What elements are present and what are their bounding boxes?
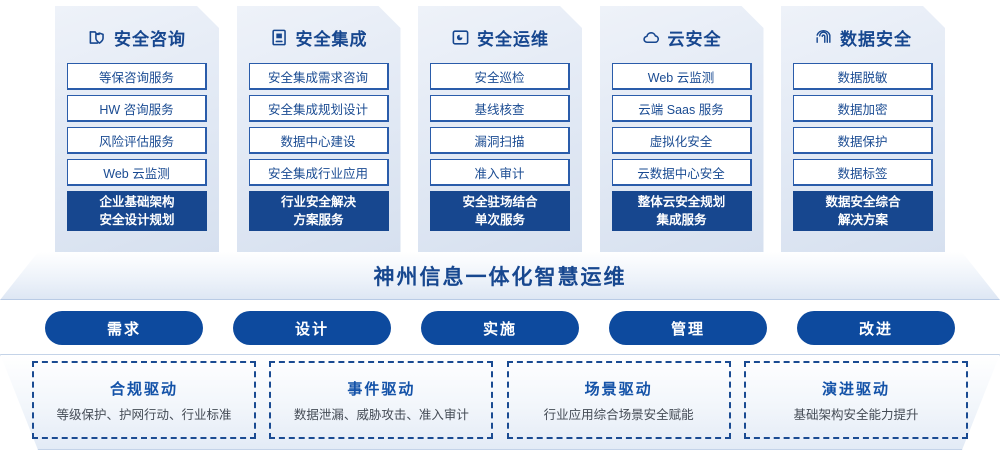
driver-title: 合规驱动 <box>109 380 178 398</box>
card-title: 安全运维 <box>477 29 549 49</box>
card-highlight-line2: 安全设计规划 <box>99 213 175 227</box>
driver-description: 行业应用综合场景安全赋能 <box>543 407 694 422</box>
capability-card-security-operations[interactable]: 安全运维 安全巡检 基线核查 漏洞扫描 准入审计 安全驻场结合 单次服务 <box>418 6 582 254</box>
service-item[interactable]: 云端 Saas 服务 <box>612 95 752 122</box>
service-item[interactable]: Web 云监测 <box>67 159 207 186</box>
driver-card-scenario[interactable]: 场景驱动 行业应用综合场景安全赋能 <box>506 361 731 439</box>
driver-description: 数据泄漏、威胁攻击、准入审计 <box>293 407 469 422</box>
card-header: 数据安全 <box>793 22 933 52</box>
service-item[interactable]: 安全集成行业应用 <box>249 159 389 186</box>
card-highlight-box[interactable]: 企业基础架构 安全设计规划 <box>67 191 207 231</box>
stage-pill-requirements[interactable]: 需求 <box>45 311 203 345</box>
capability-card-security-integration[interactable]: 安全集成 安全集成需求咨询 安全集成规划设计 数据中心建设 安全集成行业应用 行… <box>237 6 401 254</box>
capability-card-cloud-security[interactable]: 云安全 Web 云监测 云端 Saas 服务 虚拟化安全 云数据中心安全 整体云… <box>600 6 764 254</box>
card-highlight-line2: 解决方案 <box>837 213 888 227</box>
folder-shield-icon <box>88 28 107 47</box>
service-item[interactable]: 云数据中心安全 <box>612 159 752 186</box>
service-item[interactable]: 基线核查 <box>430 95 570 122</box>
card-highlight-line2: 集成服务 <box>656 213 707 227</box>
service-item[interactable]: 安全巡检 <box>430 63 570 90</box>
card-highlight-line1: 整体云安全规划 <box>637 194 726 209</box>
card-highlight-box[interactable]: 数据安全综合 解决方案 <box>793 191 933 231</box>
lifecycle-stages-row: 需求 设计 实施 管理 改进 <box>45 311 955 345</box>
card-highlight-line1: 安全驻场结合 <box>462 194 538 209</box>
service-item[interactable]: 风险评估服务 <box>67 127 207 154</box>
document-copy-icon <box>270 28 289 47</box>
card-header: 安全运维 <box>430 22 570 52</box>
stage-pill-design[interactable]: 设计 <box>233 311 391 345</box>
drivers-container <box>0 354 1000 450</box>
service-item[interactable]: 等保咨询服务 <box>67 63 207 90</box>
capability-cards-row: 安全咨询 等保咨询服务 HW 咨询服务 风险评估服务 Web 云监测 企业基础架… <box>55 6 945 254</box>
service-item[interactable]: Web 云监测 <box>612 63 752 90</box>
capability-card-data-security[interactable]: 数据安全 数据脱敏 数据加密 数据保护 数据标签 数据安全综合 解决方案 <box>781 6 945 254</box>
stage-pill-management[interactable]: 管理 <box>609 311 767 345</box>
service-item[interactable]: 数据保护 <box>793 127 933 154</box>
card-highlight-box[interactable]: 行业安全解决 方案服务 <box>249 191 389 231</box>
service-item[interactable]: 数据脱敏 <box>793 63 933 90</box>
driver-title: 事件驱动 <box>347 380 416 398</box>
service-item[interactable]: 安全集成需求咨询 <box>249 63 389 90</box>
fingerprint-icon <box>814 28 833 47</box>
card-highlight-box[interactable]: 安全驻场结合 单次服务 <box>430 191 570 231</box>
card-highlight-box[interactable]: 整体云安全规划 集成服务 <box>612 191 752 231</box>
card-header: 安全咨询 <box>67 22 207 52</box>
service-item[interactable]: 虚拟化安全 <box>612 127 752 154</box>
card-highlight-line1: 企业基础架构 <box>99 194 175 209</box>
driver-card-incident[interactable]: 事件驱动 数据泄漏、威胁攻击、准入审计 <box>269 361 494 439</box>
platform-banner <box>0 252 1000 300</box>
capability-card-security-consulting[interactable]: 安全咨询 等保咨询服务 HW 咨询服务 风险评估服务 Web 云监测 企业基础架… <box>55 6 219 254</box>
service-item[interactable]: 数据中心建设 <box>249 127 389 154</box>
driver-title: 演进驱动 <box>821 380 890 398</box>
service-item[interactable]: 数据加密 <box>793 95 933 122</box>
cloud-icon <box>642 28 661 47</box>
driver-description: 基础架构安全能力提升 <box>793 407 919 422</box>
card-header: 云安全 <box>612 22 752 52</box>
service-item[interactable]: HW 咨询服务 <box>67 95 207 122</box>
card-highlight-line1: 行业安全解决 <box>280 194 356 209</box>
card-highlight-line2: 单次服务 <box>474 213 525 227</box>
service-item[interactable]: 准入审计 <box>430 159 570 186</box>
card-title: 数据安全 <box>840 29 912 49</box>
service-item[interactable]: 安全集成规划设计 <box>249 95 389 122</box>
card-header: 安全集成 <box>249 22 389 52</box>
driver-card-compliance[interactable]: 合规驱动 等级保护、护网行动、行业标准 <box>32 361 256 439</box>
driver-card-evolution[interactable]: 演进驱动 基础架构安全能力提升 <box>743 361 968 439</box>
stage-pill-improvement[interactable]: 改进 <box>797 311 955 345</box>
monitor-chart-icon <box>451 28 470 47</box>
service-item[interactable]: 漏洞扫描 <box>430 127 570 154</box>
driver-description: 等级保护、护网行动、行业标准 <box>56 407 232 422</box>
card-highlight-line2: 方案服务 <box>293 213 344 227</box>
card-title: 安全咨询 <box>114 29 186 49</box>
driver-title: 场景驱动 <box>584 380 653 398</box>
drivers-row: 合规驱动 等级保护、护网行动、行业标准 事件驱动 数据泄漏、威胁攻击、准入审计 … <box>32 361 968 439</box>
stage-pill-implementation[interactable]: 实施 <box>421 311 579 345</box>
card-highlight-line1: 数据安全综合 <box>825 194 901 209</box>
card-title: 云安全 <box>667 29 722 49</box>
card-title: 安全集成 <box>295 29 368 49</box>
service-item[interactable]: 数据标签 <box>793 159 933 186</box>
